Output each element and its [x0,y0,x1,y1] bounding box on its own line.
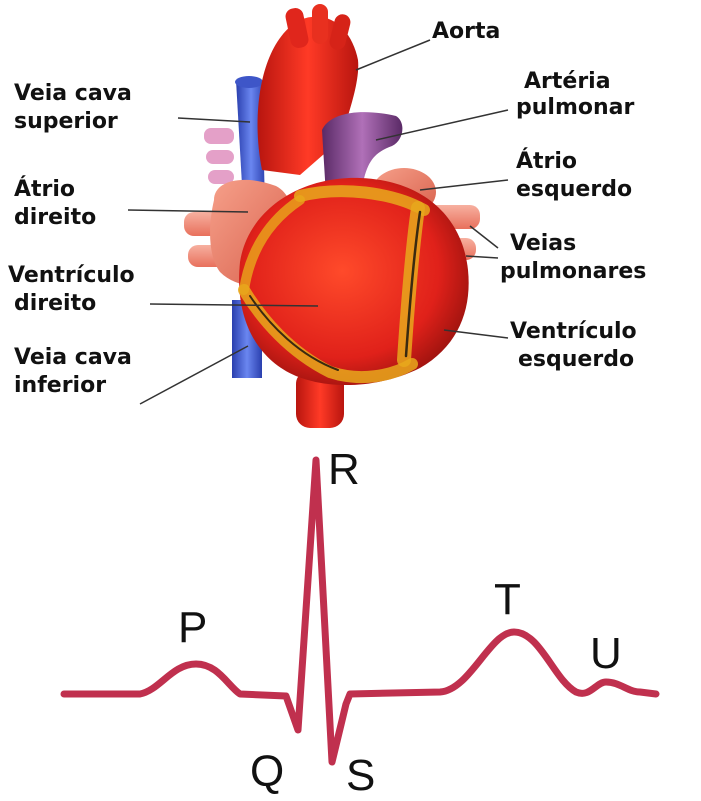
wave-label-t: T [494,575,521,624]
label-ventriculo-direito-line1: Ventrículo [8,263,135,288]
label-veias-pulmonares-line1: Veias [510,231,576,256]
label-arteria-pulmonar-line2: pulmonar [516,95,634,120]
label-atrio-direito-line2: direito [14,205,96,230]
label-veia-cava-inferior-line2: inferior [14,373,106,398]
label-veia-cava-superior-line2: superior [14,109,118,134]
label-ventriculo-esquerdo-line2: esquerdo [518,347,634,372]
label-atrio-esquerdo-line1: Átrio [516,148,577,174]
wave-label-u: U [590,629,622,678]
label-aorta: Aorta [432,19,500,44]
ecg-trace [64,460,656,762]
label-veia-cava-superior-line1: Veia cava [14,81,132,106]
ecg-waveform [64,460,656,762]
ecg-wave-labels: R P T U Q S [178,445,622,800]
wave-label-q: Q [250,747,284,796]
wave-label-p: P [178,603,207,652]
ventricles-shape [239,178,469,385]
label-arteria-pulmonar-line1: Artéria [524,69,611,94]
heart-illustration [184,4,480,428]
label-veia-cava-inferior-line1: Veia cava [14,345,132,370]
wave-label-s: S [346,751,375,800]
label-veias-pulmonares-line2: pulmonares [500,259,646,284]
label-atrio-direito-line1: Átrio [14,176,75,202]
label-ventriculo-esquerdo-line1: Ventrículo [510,319,637,344]
label-ventriculo-direito-line2: direito [14,291,96,316]
wave-label-r: R [328,445,360,494]
label-atrio-esquerdo-line2: esquerdo [516,177,632,202]
